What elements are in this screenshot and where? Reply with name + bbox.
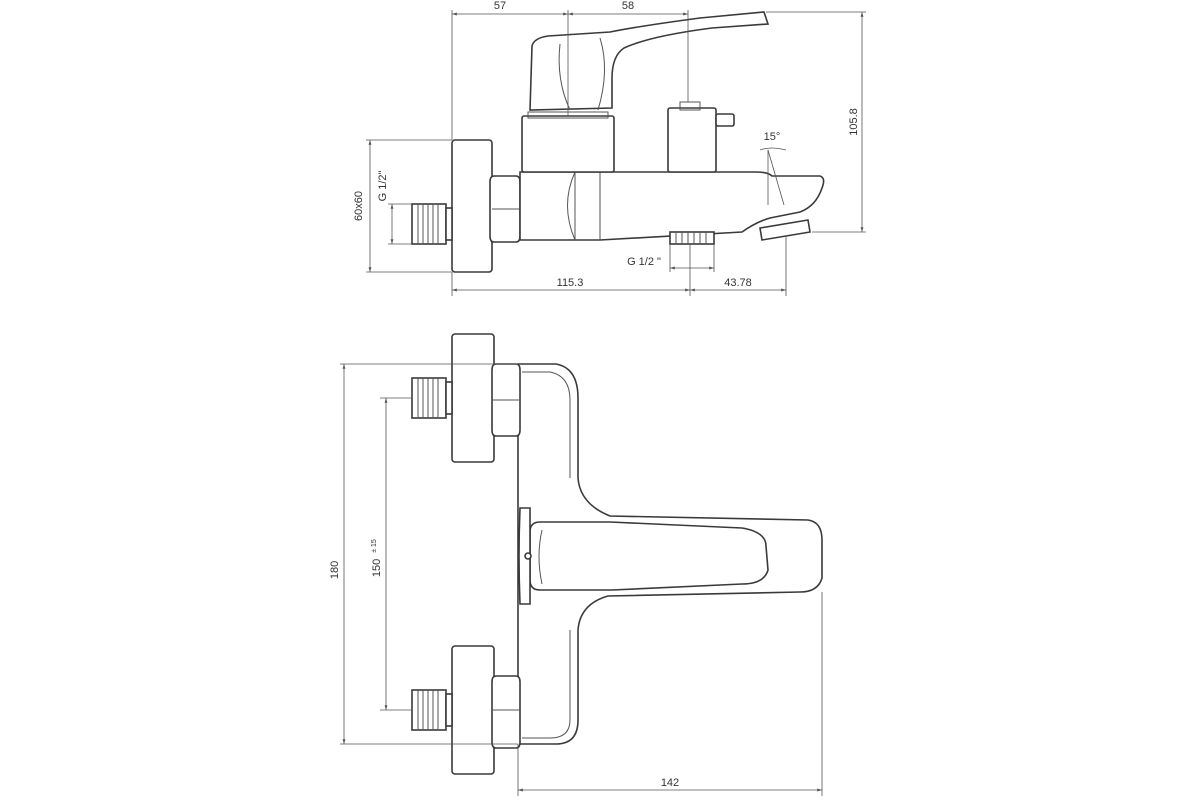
dim-label-60x60: 60x60 <box>353 191 365 221</box>
top-upper-thread <box>411 377 453 419</box>
side-view: 57 58 105.8 15° 60x60 G 1/2" <box>353 0 866 296</box>
top-view: 180 150 ± 15 142 <box>329 333 823 796</box>
side-cartridge <box>521 115 615 173</box>
top-lever <box>529 521 769 591</box>
side-mixer-body <box>519 171 825 241</box>
top-lower-nut <box>491 675 521 749</box>
top-lower-flange <box>451 645 495 775</box>
dim-label-43-78: 43.78 <box>724 277 752 289</box>
top-lower-thread <box>411 689 453 731</box>
side-inlet-thread <box>411 203 453 245</box>
side-diverter <box>667 107 717 173</box>
dim-label-inlet-thread: G 1/2" <box>377 171 389 202</box>
top-upper-flange <box>451 333 495 463</box>
side-outlet-thread <box>669 231 715 245</box>
dim-height <box>812 12 866 233</box>
dim-outlet <box>669 244 715 272</box>
dim-label-58: 58 <box>622 0 634 12</box>
dim-label-115-3: 115.3 <box>557 277 584 289</box>
dim-label-150-tolerance: ± 15 <box>371 539 378 553</box>
side-wall-flange <box>451 139 493 273</box>
dim-total-height <box>340 363 518 745</box>
side-lever-handle <box>529 11 770 111</box>
dim-label-150: 150 <box>371 559 383 577</box>
dim-label-105-8: 105.8 <box>848 108 860 136</box>
side-spout-nozzle <box>759 219 811 241</box>
dim-centers <box>380 397 412 711</box>
dim-bottom <box>451 236 787 296</box>
dim-label-180: 180 <box>329 561 341 579</box>
dim-flange <box>366 139 452 273</box>
dim-label-142: 142 <box>661 777 679 789</box>
dim-width <box>517 592 823 796</box>
dim-top <box>451 10 866 140</box>
dim-angle <box>759 147 787 206</box>
dim-label-57: 57 <box>494 0 506 12</box>
dim-label-outlet-thread: G 1/2 " <box>627 256 661 268</box>
dim-label-angle: 15° <box>764 131 781 143</box>
